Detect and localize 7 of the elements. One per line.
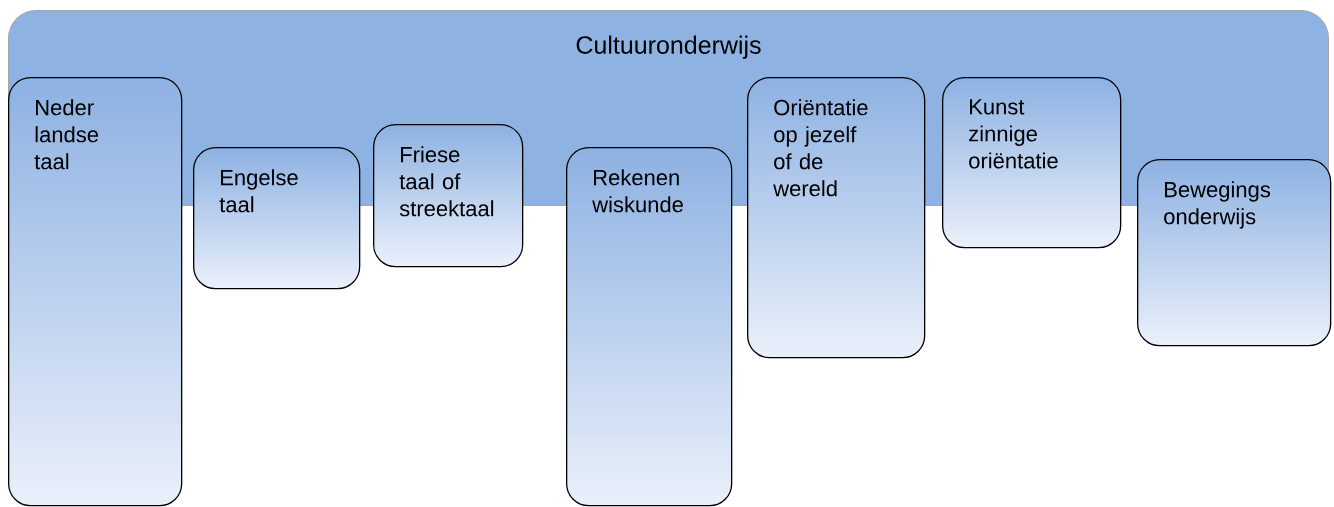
subject-box: Oriëntatie op jezelf of de wereld <box>747 77 926 359</box>
subject-box: Kunst zinnige oriëntatie <box>942 77 1122 249</box>
subject-box: Bewegings onderwijs <box>1137 159 1332 347</box>
subject-box: Neder landse taal <box>8 77 183 507</box>
subject-box: Engelse taal <box>193 147 361 290</box>
subject-box: Rekenen wiskunde <box>566 147 733 507</box>
subject-box: Friese taal of streektaal <box>373 124 524 268</box>
